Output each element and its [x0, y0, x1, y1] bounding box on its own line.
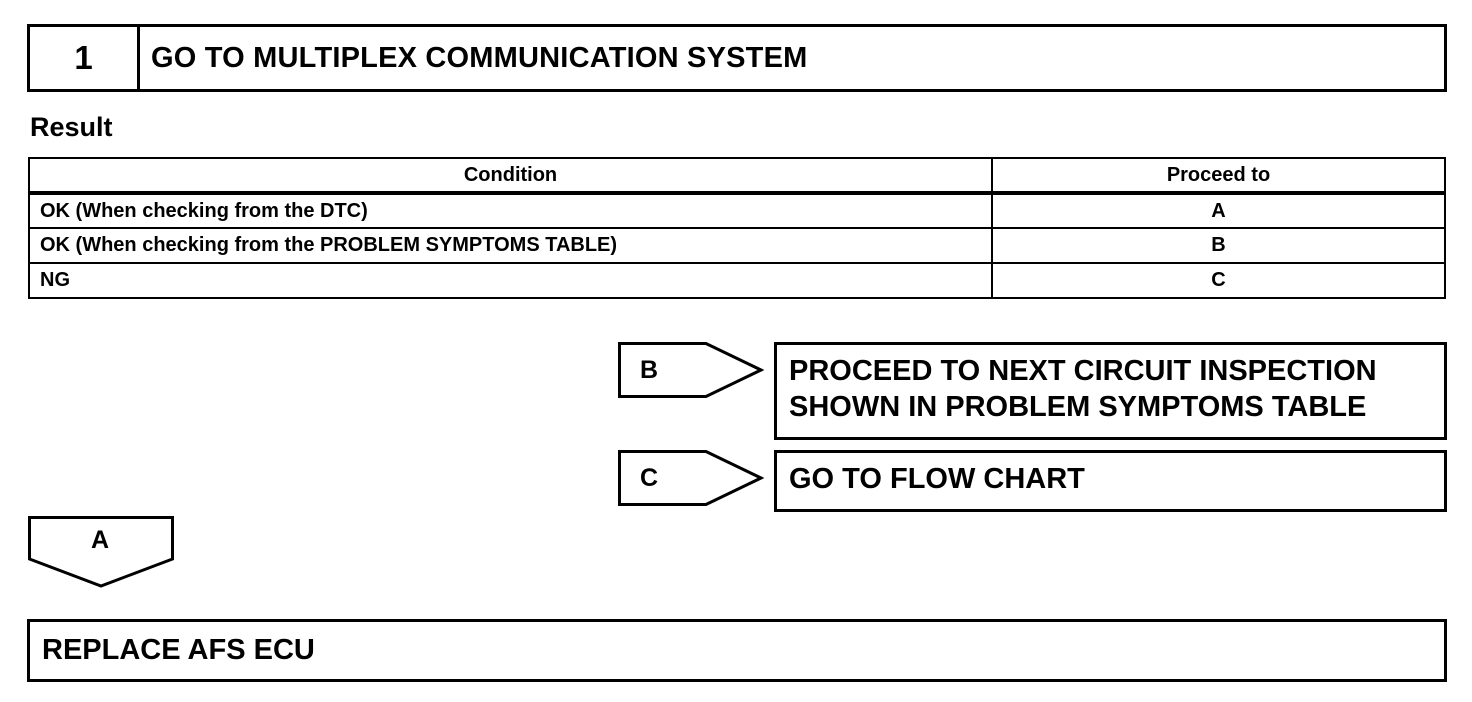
proceed-cell: C: [991, 262, 1446, 299]
step-header: 1 GO TO MULTIPLEX COMMUNICATION SYSTEM: [27, 24, 1447, 92]
down-arrow-icon: [28, 516, 174, 588]
branch-c-text: GO TO FLOW CHART: [789, 463, 1085, 495]
branch-b-arrow: B: [618, 342, 764, 398]
final-action-text: REPLACE AFS ECU: [42, 634, 315, 666]
table-row: OK (When checking from the DTC) A: [28, 192, 1446, 229]
branch-a-letter: A: [90, 526, 110, 554]
column-header-condition: Condition: [28, 157, 993, 195]
condition-cell: NG: [28, 262, 993, 299]
branch-c-letter: C: [640, 463, 659, 492]
branch-c-outcome-box: GO TO FLOW CHART: [774, 450, 1447, 512]
result-label: Result: [30, 112, 113, 142]
final-action-box: REPLACE AFS ECU: [27, 619, 1447, 682]
branch-c-arrow: C: [618, 450, 764, 506]
result-table: Condition Proceed to OK (When checking f…: [28, 157, 1446, 299]
condition-cell: OK (When checking from the PROBLEM SYMPT…: [28, 227, 993, 264]
table-row: NG C: [28, 262, 1446, 299]
branch-a-arrow: A: [28, 516, 174, 588]
proceed-cell: A: [991, 192, 1446, 229]
branch-b-line1: PROCEED TO NEXT CIRCUIT INSPECTION: [789, 355, 1377, 387]
step-title: GO TO MULTIPLEX COMMUNICATION SYSTEM: [151, 41, 808, 74]
proceed-cell: B: [991, 227, 1446, 264]
table-header-row: Condition Proceed to: [28, 157, 1446, 195]
column-header-proceed-to: Proceed to: [991, 157, 1446, 195]
right-arrow-icon: [618, 342, 764, 398]
branch-b-outcome-box: PROCEED TO NEXT CIRCUIT INSPECTION SHOWN…: [774, 342, 1447, 440]
right-arrow-icon: [618, 450, 764, 506]
step-number: 1: [30, 27, 140, 89]
branch-b-letter: B: [640, 355, 659, 384]
table-row: OK (When checking from the PROBLEM SYMPT…: [28, 227, 1446, 264]
condition-cell: OK (When checking from the DTC): [28, 192, 993, 229]
branch-b-line2: SHOWN IN PROBLEM SYMPTOMS TABLE: [789, 391, 1367, 423]
